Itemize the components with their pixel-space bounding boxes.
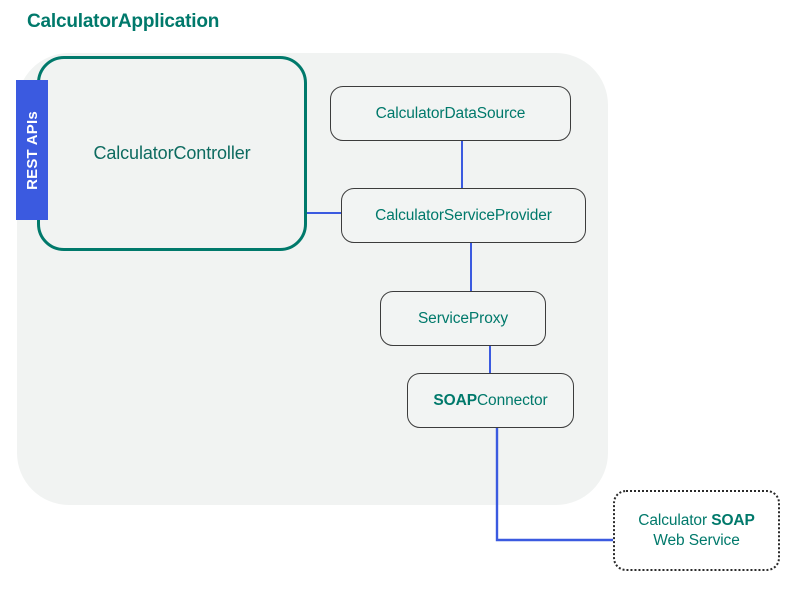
node-label: CalculatorDataSource <box>375 104 526 122</box>
node-label: ServiceProxy <box>417 309 509 327</box>
rest-apis-label: REST APIs <box>23 110 41 190</box>
node-calculator-datasource[interactable]: CalculatorDataSource <box>330 86 571 141</box>
node-soap-connector[interactable]: SOAPConnector <box>407 373 574 428</box>
node-calculator-soap-web-service[interactable]: Calculator SOAP Web Service <box>613 490 780 571</box>
node-label-line2: Web Service <box>653 531 740 549</box>
node-label-wrapper: SOAPConnector <box>433 391 547 410</box>
node-label: CalculatorServiceProvider <box>375 206 552 224</box>
diagram-title: CalculatorApplication <box>27 11 220 32</box>
rest-apis-banner: REST APIs <box>16 80 48 220</box>
node-label-line1-prefix: Calculator <box>638 512 712 530</box>
node-label-bold: SOAP <box>433 391 477 409</box>
node-label: CalculatorController <box>93 143 251 164</box>
node-calculator-service-provider[interactable]: CalculatorServiceProvider <box>341 188 586 243</box>
node-label-line1: Calculator SOAP <box>638 511 755 530</box>
node-service-proxy[interactable]: ServiceProxy <box>380 291 546 346</box>
node-calculator-controller[interactable]: CalculatorController <box>37 56 307 251</box>
node-label-line1-bold: SOAP <box>711 512 755 530</box>
node-label-rest: Connector <box>476 391 548 409</box>
